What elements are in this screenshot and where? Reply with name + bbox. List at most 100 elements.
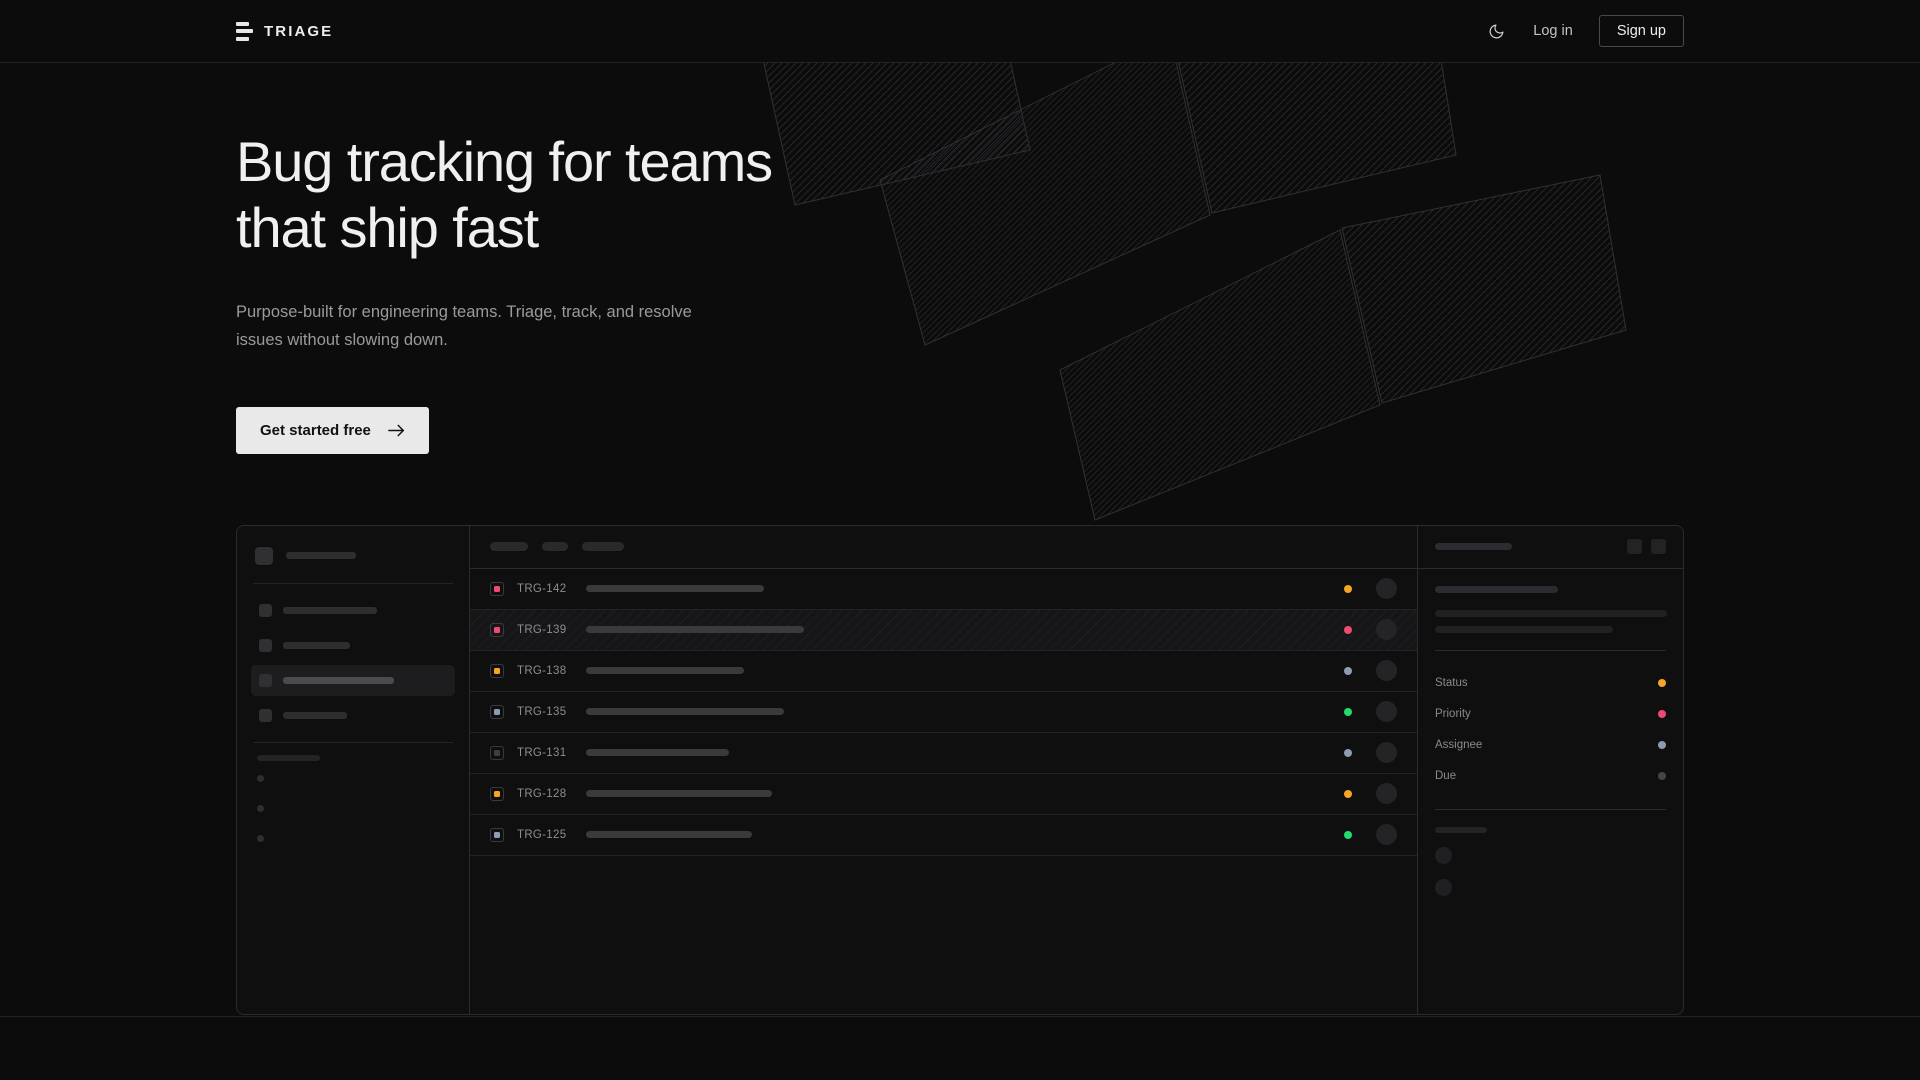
- meta-row-assignee[interactable]: Assignee: [1435, 730, 1666, 761]
- hero-subheading: Purpose-built for engineering teams. Tri…: [236, 303, 692, 349]
- hero-heading-line1: Bug tracking for teams: [236, 130, 773, 193]
- detail-action-2-icon[interactable]: [1651, 539, 1666, 555]
- issue-title-placeholder: [586, 585, 764, 593]
- issue-id: TRG-125: [517, 828, 567, 841]
- detail-header-placeholder: [1435, 543, 1512, 551]
- issue-id: TRG-135: [517, 705, 567, 718]
- brand-logo[interactable]: TRIAGE: [236, 21, 334, 41]
- table-row[interactable]: TRG-131: [470, 733, 1417, 774]
- mockup-issue-list: TRG-142 TRG-139 TRG-138: [470, 526, 1417, 1014]
- meta-row-priority[interactable]: Priority: [1435, 699, 1666, 730]
- detail-title-placeholder: [1435, 585, 1558, 593]
- sidebar-item-3-icon: [259, 673, 272, 687]
- sidebar-divider-top: [253, 582, 453, 584]
- activity-avatar-2: [1435, 878, 1452, 896]
- hero-heading-line2: that ship fast: [236, 196, 539, 260]
- sidebar-item-4-icon: [259, 708, 272, 722]
- table-row[interactable]: TRG-139: [470, 609, 1417, 651]
- priority-badge-icon: [490, 622, 504, 637]
- meta-row-due[interactable]: Due: [1435, 761, 1666, 792]
- assignee-avatar: [1376, 701, 1397, 723]
- status-dot: [1344, 789, 1352, 798]
- issue-id: TRG-139: [517, 623, 567, 636]
- workspace-avatar-icon: [255, 546, 273, 565]
- meta-label: Status: [1435, 677, 1468, 690]
- assignee-avatar: [1376, 578, 1397, 600]
- sidebar-sublist-item-1[interactable]: [257, 774, 264, 782]
- sidebar-item-3-active[interactable]: [251, 664, 455, 696]
- get-started-button[interactable]: Get started free: [236, 406, 429, 454]
- detail-panel-header: [1418, 526, 1683, 569]
- status-dot: [1344, 707, 1352, 716]
- table-row[interactable]: TRG-142: [470, 569, 1417, 610]
- table-row[interactable]: TRG-135: [470, 692, 1417, 733]
- detail-divider-1: [1435, 649, 1666, 651]
- stacked-bars-logo-icon: [236, 21, 253, 41]
- arrow-right-icon: [388, 424, 405, 437]
- detail-desc-line-1: [1435, 609, 1667, 617]
- toolbar-filter-2[interactable]: [542, 542, 568, 552]
- section-divider: [0, 1016, 1920, 1017]
- sidebar-item-2-label: [283, 641, 350, 649]
- sidebar-nav: [251, 595, 455, 731]
- status-dot: [1344, 625, 1352, 634]
- sidebar-item-3-label: [283, 676, 394, 684]
- activity-list: [1435, 846, 1666, 896]
- meta-label: Assignee: [1435, 739, 1483, 752]
- priority-badge-icon: [490, 786, 504, 801]
- signup-button[interactable]: Sign up: [1598, 15, 1684, 47]
- issue-rows: TRG-142 TRG-139 TRG-138: [470, 569, 1417, 1014]
- sidebar-item-4-label: [283, 711, 347, 719]
- sidebar-item-1-label: [283, 606, 377, 614]
- priority-badge-icon: [490, 704, 504, 719]
- table-row[interactable]: TRG-125: [470, 815, 1417, 856]
- moon-icon[interactable]: [1485, 20, 1507, 42]
- meta-row-status[interactable]: Status: [1435, 668, 1666, 699]
- site-header: TRIAGE Log in Sign up: [0, 0, 1920, 63]
- meta-label: Priority: [1435, 708, 1471, 721]
- priority-badge-icon: [490, 581, 504, 596]
- sidebar-divider-bottom: [253, 741, 453, 743]
- detail-header-actions: [1627, 539, 1666, 555]
- toolbar-filter-3[interactable]: [582, 542, 624, 552]
- assignee-avatar: [1376, 824, 1397, 846]
- sidebar-item-1-icon: [259, 603, 272, 617]
- login-link[interactable]: Log in: [1533, 23, 1573, 39]
- sidebar-sublist-item-2[interactable]: [257, 804, 264, 812]
- header-nav: Log in Sign up: [1485, 15, 1684, 47]
- issue-title-placeholder: [586, 790, 772, 798]
- cta-label: Get started free: [260, 421, 371, 439]
- meta-value-dot: [1658, 679, 1666, 688]
- detail-action-1-icon[interactable]: [1627, 539, 1642, 555]
- workspace-switcher[interactable]: [251, 540, 455, 572]
- issue-title-placeholder: [586, 831, 752, 839]
- assignee-avatar: [1376, 783, 1397, 805]
- meta-value-dot: [1658, 741, 1666, 750]
- priority-badge-icon: [490, 745, 504, 760]
- issue-list-toolbar: [470, 526, 1417, 569]
- meta-value-dot: [1658, 772, 1666, 781]
- assignee-avatar: [1376, 742, 1397, 764]
- status-dot: [1344, 748, 1352, 757]
- brand-name: TRIAGE: [264, 22, 334, 40]
- detail-desc-line-2: [1435, 625, 1613, 633]
- status-dot: [1344, 584, 1352, 593]
- detail-divider-2: [1435, 808, 1666, 810]
- sidebar-sublist-item-3[interactable]: [257, 834, 264, 842]
- table-row[interactable]: TRG-128: [470, 774, 1417, 815]
- sidebar-item-4[interactable]: [251, 700, 455, 731]
- issue-id: TRG-131: [517, 746, 567, 759]
- issue-title-placeholder: [586, 667, 744, 675]
- sidebar-item-2-icon: [259, 638, 272, 652]
- activity-avatar-1: [1435, 846, 1452, 864]
- sidebar-item-2[interactable]: [251, 630, 455, 661]
- priority-badge-icon: [490, 827, 504, 842]
- table-row[interactable]: TRG-138: [470, 651, 1417, 692]
- issue-title-placeholder: [586, 708, 784, 716]
- toolbar-filter-1[interactable]: [490, 542, 528, 552]
- mockup-sidebar: [237, 525, 470, 1014]
- sidebar-item-1[interactable]: [251, 595, 455, 626]
- issue-id: TRG-142: [517, 582, 567, 595]
- workspace-name-placeholder: [286, 552, 356, 560]
